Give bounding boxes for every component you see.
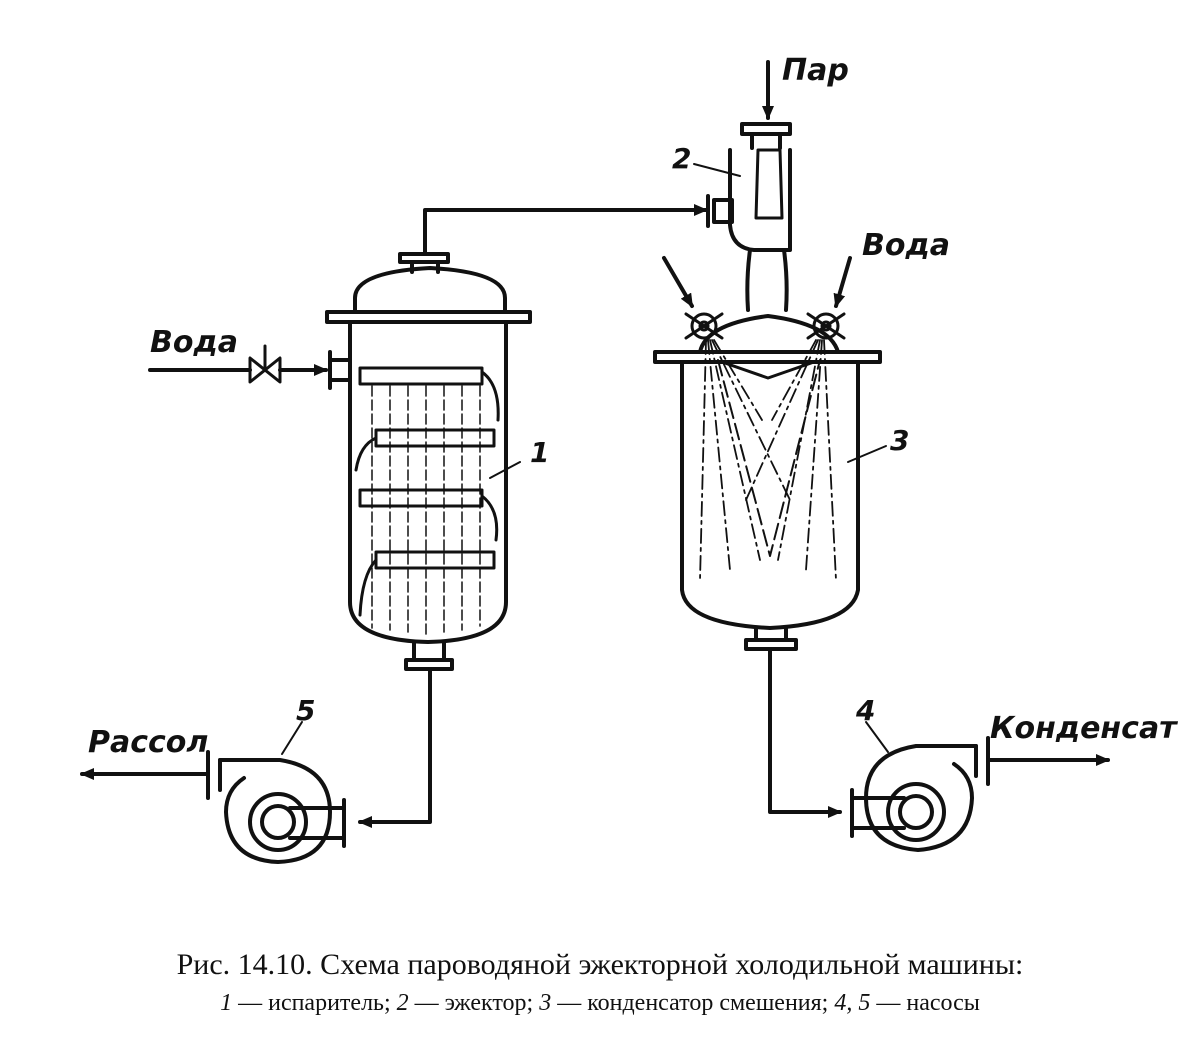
label-condensate: Конденсат [990, 711, 1178, 746]
number-condenser: 3 [890, 424, 909, 457]
label-steam: Пар [782, 53, 849, 88]
figure-legend: 1 — испаритель; 2 — эжектор; 3 — конденс… [0, 990, 1200, 1017]
legend-number: 2 [396, 990, 409, 1016]
ejector [706, 122, 793, 312]
number-pump-brine: 5 [296, 694, 315, 727]
legend-number: 1 [220, 990, 233, 1016]
condensate-pipe [768, 647, 842, 818]
evaporator-trays [354, 366, 500, 617]
legend-number: 3 [539, 990, 552, 1016]
label-water-left: Вода [150, 325, 238, 360]
legend-text: — насосы [870, 990, 980, 1016]
water-arrow-right [833, 256, 852, 308]
spray-nozzle-right [806, 312, 846, 340]
legend-text: — испаритель; [232, 990, 397, 1016]
pump-brine [206, 750, 346, 864]
evaporator-rain [371, 385, 481, 635]
evaporator [325, 252, 532, 671]
spray-nozzle-left [684, 312, 724, 340]
legend-number: 4, 5 [834, 990, 871, 1016]
label-water-right: Вода [862, 228, 950, 263]
vapor-line [423, 204, 708, 256]
figure-caption: Рис. 14.10. Схема пароводяной эжекторной… [176, 948, 1024, 981]
spray-jets [699, 339, 837, 581]
pump-condensate [850, 736, 990, 852]
ejector-refrigeration-diagram: Пар Вода Вода Рассол Конденсат 1 2 3 4 5 [80, 53, 1178, 864]
legend-text: — эжектор; [408, 990, 540, 1016]
label-brine: Рассол [88, 725, 208, 760]
water-arrow-left [662, 256, 694, 308]
number-evaporator: 1 [530, 436, 549, 469]
number-ejector: 2 [672, 142, 691, 175]
valve [248, 344, 282, 384]
brine-pipe [358, 667, 432, 828]
legend-text: — конденсатор смешения; [551, 990, 835, 1016]
falling-water-v [717, 359, 821, 557]
leader-lines [281, 163, 889, 755]
condenser [653, 314, 882, 651]
number-pump-condensate: 4 [855, 694, 875, 727]
